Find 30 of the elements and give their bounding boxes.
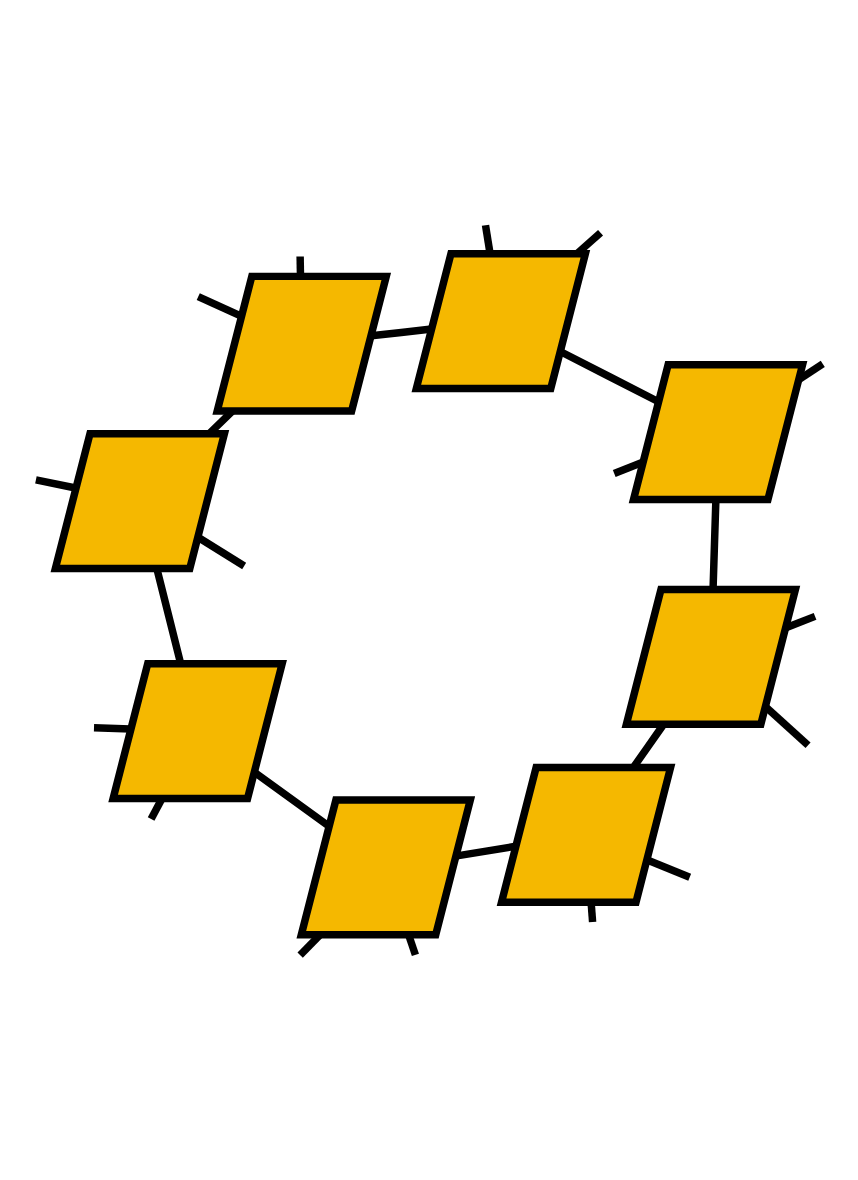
connector — [196, 293, 243, 320]
connector — [763, 704, 811, 749]
node-parallelogram — [411, 250, 591, 393]
node-parallelogram — [50, 430, 230, 573]
connector — [797, 360, 825, 383]
node-parallelogram — [496, 763, 676, 906]
connector — [612, 458, 644, 477]
connector — [252, 769, 331, 829]
connector — [645, 856, 692, 881]
connector — [93, 723, 131, 733]
connector — [456, 842, 517, 860]
connector — [709, 499, 720, 590]
node-parallelogram — [296, 796, 476, 939]
node-parallelogram — [212, 272, 392, 415]
connector — [35, 476, 77, 492]
connector — [153, 568, 185, 665]
connector — [297, 932, 323, 958]
connector — [296, 256, 305, 277]
connector — [630, 722, 667, 769]
connector — [558, 348, 660, 405]
node-parallelogram — [108, 660, 287, 803]
connector — [587, 902, 597, 923]
node-parallelogram — [628, 361, 808, 504]
connector — [147, 797, 166, 821]
connector — [196, 534, 247, 570]
connector — [785, 612, 817, 631]
connector — [405, 934, 419, 957]
connector — [481, 224, 494, 254]
connector — [370, 325, 432, 340]
node-parallelogram — [621, 585, 801, 728]
